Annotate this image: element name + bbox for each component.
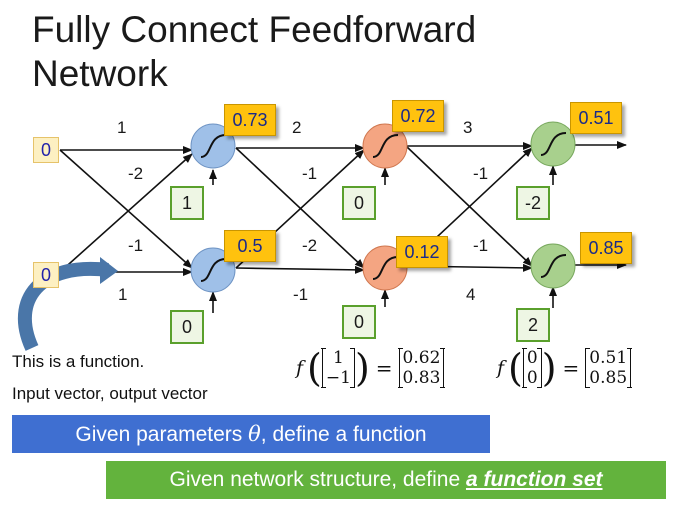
- weight-l2-1: 2: [292, 118, 302, 137]
- formula-1-output: 0.62 0.83: [398, 348, 445, 388]
- page-title: Fully Connect Feedforward Network: [32, 8, 476, 96]
- formula-2-input: 0 0: [522, 348, 543, 388]
- output-1-1: 0.73: [224, 104, 276, 136]
- output-3-2: 0.85: [580, 232, 632, 264]
- banner-structure: Given network structure, define a functi…: [106, 461, 666, 499]
- note-line1: This is a function.: [12, 352, 145, 371]
- weight-l1-2: -2: [128, 164, 144, 183]
- title-line2: Network: [32, 53, 168, 94]
- title-line1: Fully Connect Feedforward: [32, 9, 477, 50]
- function-set-emph: a function set: [465, 468, 603, 491]
- formula-1-f: f: [296, 357, 304, 379]
- neuron-3-1: [530, 121, 576, 167]
- formula-2-f: f: [497, 357, 505, 379]
- bias-1-1: 1: [170, 186, 204, 220]
- weight-l1-4: 1: [118, 285, 128, 304]
- bias-1-2: 0: [170, 310, 204, 344]
- bias-2-2: 0: [342, 305, 376, 339]
- formula-2: f ( 0 0 ) = 0.51 0.85: [497, 348, 632, 388]
- weight-l3-1: 3: [463, 118, 473, 137]
- weight-l1-1: 1: [117, 118, 127, 137]
- edge-n12-n22: [235, 265, 365, 274]
- output-3-1: 0.51: [570, 102, 622, 134]
- edge-in1-n12: [59, 149, 193, 269]
- weight-l2-3: -2: [302, 236, 318, 255]
- output-1-2: 0.5: [224, 230, 276, 262]
- weight-l2-4: -1: [293, 285, 309, 304]
- bias-3-2: 2: [516, 308, 550, 342]
- banner-parameters: Given parameters θ, define a function: [12, 415, 490, 453]
- edge-in2-n11: [59, 153, 193, 273]
- weight-l3-4: 4: [466, 285, 476, 304]
- neuron-3-2: [530, 243, 576, 289]
- input-2: 0: [33, 262, 59, 288]
- theta-symbol: θ: [248, 422, 261, 446]
- bias-2-1: 0: [342, 186, 376, 220]
- weight-l2-2: -1: [302, 164, 318, 183]
- output-2-1: 0.72: [392, 100, 444, 132]
- input-1: 0: [33, 137, 59, 163]
- weight-l3-2: -1: [473, 164, 489, 183]
- bias-3-1: -2: [516, 186, 550, 220]
- formula-2-output: 0.51 0.85: [584, 348, 632, 388]
- note-line2: Input vector, output vector: [12, 384, 208, 403]
- curved-arrow-icon: [17, 261, 109, 351]
- weight-l3-3: -1: [473, 236, 489, 255]
- neuron-2-1: [362, 123, 408, 169]
- formula-2-eq: =: [562, 356, 580, 380]
- output-2-2: 0.12: [396, 236, 448, 268]
- formula-1: f ( 1 −1 ) = 0.62 0.83: [296, 348, 445, 388]
- formula-1-eq: =: [375, 356, 393, 380]
- weight-l1-3: -1: [128, 236, 144, 255]
- formula-1-input: 1 −1: [321, 348, 356, 388]
